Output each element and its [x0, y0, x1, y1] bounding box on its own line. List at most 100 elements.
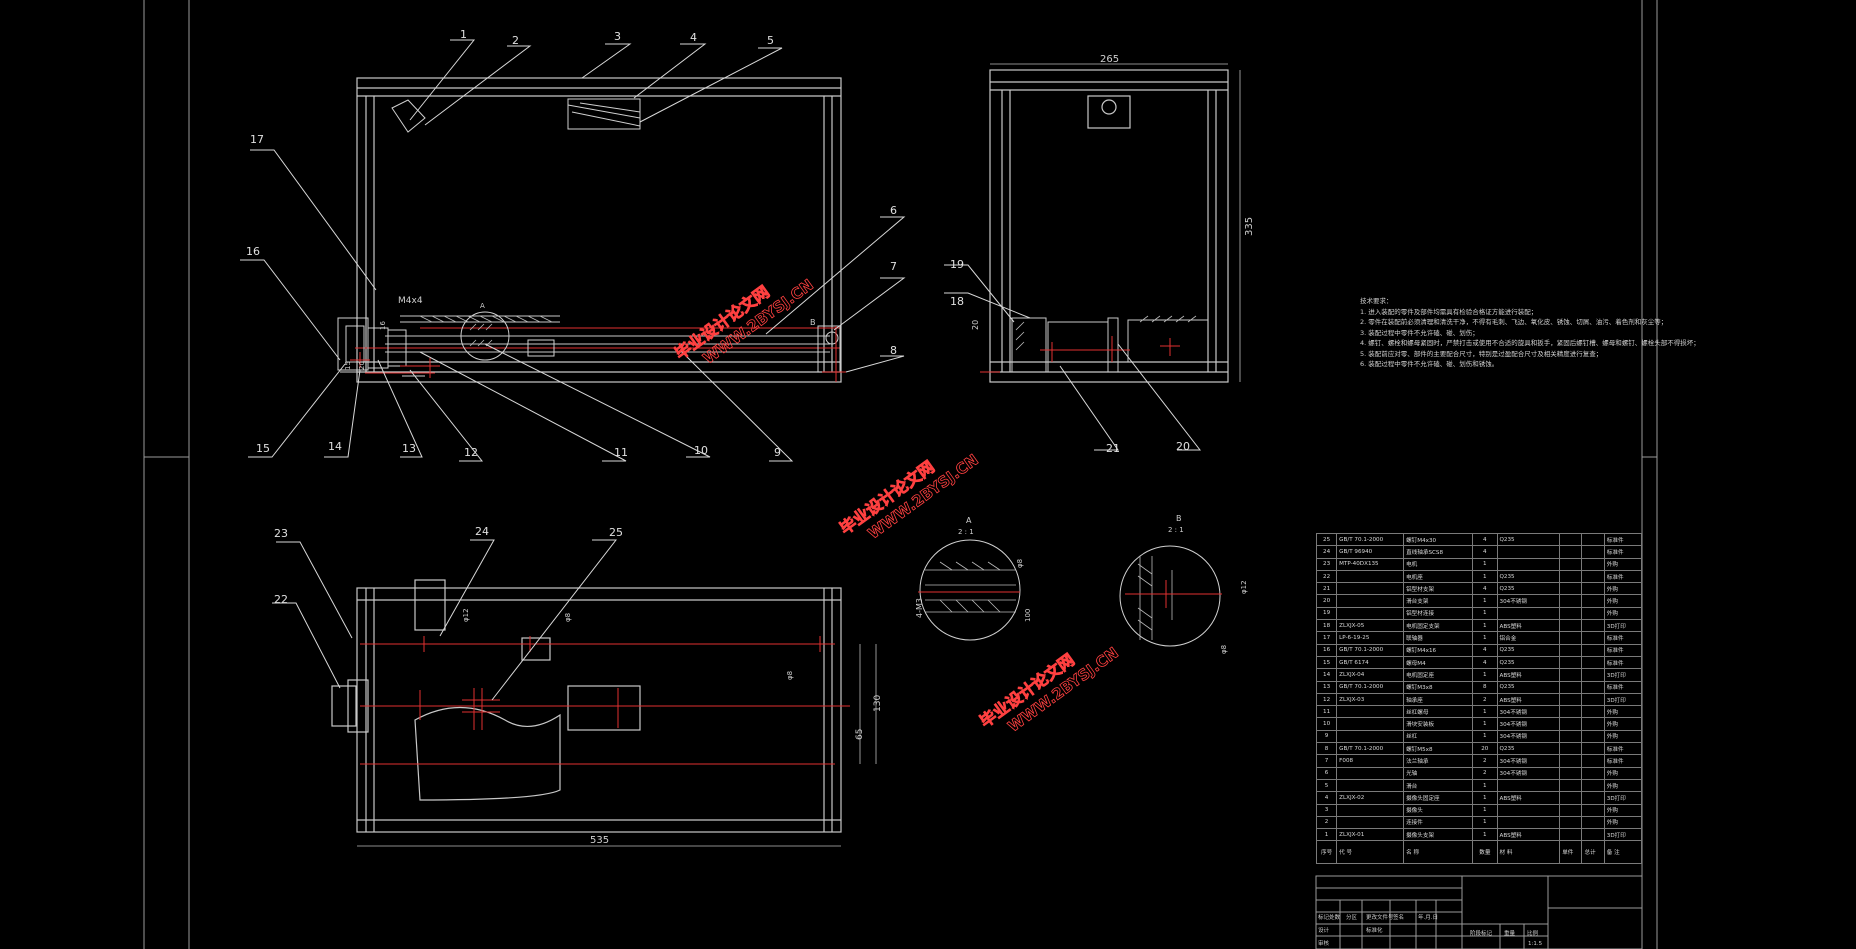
bom-header-code: 代 号 — [1336, 840, 1405, 865]
bom-cell-note: 3D打印 — [1603, 619, 1643, 633]
bom-cell-note: 标准件 — [1603, 754, 1643, 768]
notes-line-6: 6. 装配过程中零件不允许磕、碰、划伤和锈蚀。 — [1360, 360, 1499, 368]
bom-cell-note: 3D打印 — [1603, 791, 1643, 805]
bom-cell-qty: 2 — [1472, 766, 1498, 780]
bom-cell-qty: 8 — [1472, 680, 1498, 694]
bom-cell-mat: ABS塑料 — [1496, 692, 1561, 707]
bom-cell-code — [1336, 729, 1405, 744]
bom-cell-w1 — [1559, 557, 1583, 571]
bom-cell-qty: 2 — [1472, 754, 1498, 768]
bom-cell-code: ZLXJX-02 — [1336, 791, 1405, 805]
bom-cell-note: 外购 — [1603, 557, 1643, 571]
bom-header-n: 序号 — [1315, 840, 1338, 865]
bom-cell-w2 — [1581, 729, 1605, 744]
notes-line-2: 2. 零件在装配前必须清理和清洗干净，不得有毛刺、飞边、氧化皮、锈蚀、切屑、油污… — [1360, 318, 1668, 326]
balloon-21: 21 — [1106, 442, 1120, 455]
detail-b-title: B — [1176, 514, 1182, 523]
balloon-25: 25 — [609, 526, 623, 539]
bom-cell-note: 外购 — [1603, 594, 1643, 608]
bom-cell-qty: 20 — [1472, 742, 1498, 756]
bom-cell-mat — [1496, 545, 1561, 559]
camera-part — [391, 99, 426, 133]
dim-top-d1: φ12 — [462, 608, 470, 622]
bom-cell-n: 1 — [1315, 828, 1338, 842]
bom-header-note: 备 注 — [1603, 840, 1643, 865]
bom-cell-w2 — [1581, 545, 1605, 559]
bom-cell-qty: 4 — [1472, 532, 1498, 547]
balloon-19: 19 — [950, 258, 964, 271]
bom-cell-mat — [1496, 606, 1561, 621]
bom-cell-w2 — [1581, 619, 1605, 633]
bom-cell-qty: 1 — [1472, 828, 1498, 842]
detail-a-scale: 2 : 1 — [958, 528, 974, 536]
bom-cell-note: 外购 — [1603, 606, 1643, 621]
bom-cell-w2 — [1581, 828, 1605, 842]
bom-cell-mat: ABS塑料 — [1496, 791, 1561, 805]
bom-cell-w2 — [1581, 557, 1605, 571]
side-view: 265 335 20 — [971, 54, 1255, 383]
bom-cell-w2 — [1581, 754, 1605, 768]
bom-cell-qty: 4 — [1472, 545, 1498, 559]
bom-cell-code: LP-6-19-25 — [1336, 631, 1405, 645]
bom-cell-qty: 2 — [1472, 692, 1498, 707]
bom-cell-qty: 4 — [1472, 655, 1498, 670]
tb-weight: 重量 — [1504, 929, 1516, 937]
bom-cell-note: 外购 — [1603, 815, 1643, 830]
leader-lines — [240, 39, 1202, 701]
watermark-2: 毕业设计论文网 WWW.2BYSJ.CN — [836, 450, 982, 543]
hatch-nut — [419, 315, 553, 323]
dim-side-height: 335 — [1244, 217, 1255, 236]
bom-cell-name: 摄像头固定座 — [1403, 791, 1474, 805]
bom-cell-w2 — [1581, 791, 1605, 805]
balloon-17: 17 — [250, 133, 264, 146]
bom-cell-w1 — [1559, 643, 1583, 657]
bom-cell-w2 — [1581, 778, 1605, 793]
balloon-13: 13 — [402, 442, 416, 455]
tb-count: 处数 — [1329, 913, 1341, 921]
bom-cell-mat: ABS塑料 — [1496, 619, 1561, 633]
bom-cell-n: 9 — [1315, 729, 1338, 744]
balloon-11: 11 — [614, 446, 628, 459]
bom-cell-name: 摄像头 — [1403, 803, 1474, 817]
bom-cell-name: 连接件 — [1403, 815, 1474, 830]
bom-cell-qty: 1 — [1472, 668, 1498, 682]
bom-cell-n: 8 — [1315, 742, 1338, 756]
dim-detail-a-d: φ8 — [1016, 559, 1024, 568]
bom-cell-w2 — [1581, 606, 1605, 621]
bom-cell-mat — [1496, 778, 1561, 793]
dim-top-height: 130 — [873, 695, 883, 712]
bom-cell-mat — [1496, 815, 1561, 830]
bom-cell-w2 — [1581, 668, 1605, 682]
bom-cell-name: 铝型材连接 — [1403, 606, 1474, 621]
balloon-9: 9 — [774, 446, 781, 459]
bom-cell-code: ZLXJX-04 — [1336, 668, 1405, 682]
dim-top-offset: 65 — [855, 729, 865, 740]
bom-cell-name: 滑块安装板 — [1403, 717, 1474, 731]
bom-cell-code — [1336, 815, 1405, 830]
marker-a: A — [480, 302, 485, 310]
bom-cell-name: 铝型材支架 — [1403, 582, 1474, 596]
bom-cell-mat: Q235 — [1496, 655, 1561, 670]
bom-cell-w1 — [1559, 569, 1583, 584]
bom-cell-note: 外购 — [1603, 717, 1643, 731]
detail-b-scale: 2 : 1 — [1168, 526, 1184, 534]
bom-cell-name: 螺母M4 — [1403, 655, 1474, 670]
balloon-24: 24 — [475, 525, 489, 538]
bom-cell-name: 滑台 — [1403, 778, 1474, 793]
bom-cell-note: 外购 — [1603, 766, 1643, 780]
bom-cell-code: GB/T 70.1-2000 — [1336, 680, 1405, 694]
bom-cell-w1 — [1559, 754, 1583, 768]
bom-cell-w1 — [1559, 828, 1583, 842]
bom-cell-n: 10 — [1315, 717, 1338, 731]
